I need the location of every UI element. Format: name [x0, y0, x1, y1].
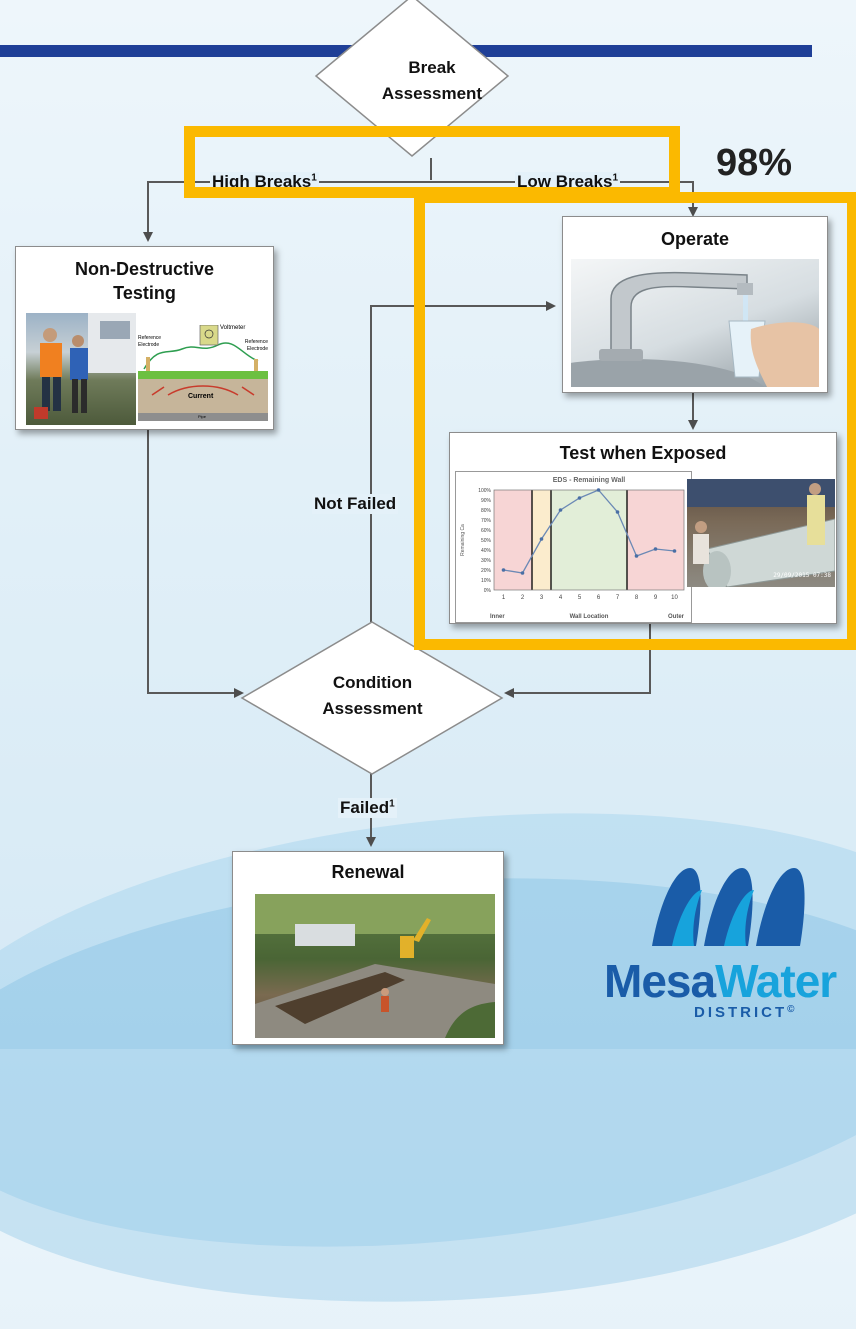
chart-xtick-label: 6 [597, 595, 601, 601]
ndt-title: Non-Destructive Testing [74, 259, 215, 303]
logo-district: DISTRICT© [694, 1004, 798, 1021]
test-exposed-title: Test when Exposed [559, 443, 727, 463]
ndt-diagram-drawing [138, 324, 268, 421]
edge-high-breaks [143, 181, 431, 242]
photo-timestamp: 29/09/2015 07:38 [773, 572, 831, 579]
chart-ytick-label: 100% [478, 488, 491, 494]
break-assessment-label: Break Assessment [381, 58, 483, 103]
chart-xtick-label: 1 [502, 595, 506, 601]
condition-assessment-label: Condition Assessment [322, 673, 423, 718]
chart-title: EDS - Remaining Wall [553, 477, 626, 484]
mesa-water-logo: MesaWater DISTRICT© [600, 860, 856, 1050]
chart-point [615, 510, 620, 514]
non-destructive-testing-box: Non-Destructive Testing [15, 246, 274, 430]
chart-inner-label: Inner [490, 614, 505, 620]
ndt-diagram: Voltmeter Reference Electrode Reference … [138, 324, 268, 425]
logo-word-water: Water [715, 955, 837, 1007]
low-breaks-highlight-frame [414, 192, 856, 650]
percent-callout: 98% [716, 142, 793, 184]
chart-point [520, 571, 525, 575]
chart-point [672, 549, 677, 553]
chart-ytick-label: 10% [481, 578, 492, 584]
chart-xtick-label: 2 [521, 595, 525, 601]
chart-ytick-label: 30% [481, 558, 492, 564]
failed-label: Failed1 [338, 798, 397, 818]
chart-plot-area [493, 489, 685, 591]
chart-outer-label: Outer [668, 614, 685, 620]
ndt-photo-figures [34, 313, 136, 419]
chart-ytick-label: 0% [484, 588, 492, 594]
test-when-exposed-box: Test when Exposed 0% 10% 20% 30% 40% 50% 60% 70… [449, 432, 837, 624]
chart-zone-3 [627, 490, 684, 590]
exposed-pipe-photo: 29/09/2015 07:38 [687, 479, 835, 587]
renewal-title: Renewal [331, 862, 405, 882]
renewal-photo [255, 894, 495, 1038]
chart-xtick-label: 10 [671, 595, 678, 601]
chart-ytick-label: 90% [481, 498, 492, 504]
chart-xtick-label: 5 [578, 595, 582, 601]
condition-assessment-diamond [240, 621, 504, 775]
chart-point [577, 496, 582, 500]
chart-zone-2 [551, 490, 627, 590]
chart-zone-0 [494, 490, 532, 590]
ref-electrode-left-label: Reference Electrode [138, 335, 162, 348]
faucet-drawing [571, 271, 819, 387]
logo-word-mesa: Mesa [604, 955, 716, 1007]
edge-not-failed [370, 301, 556, 622]
chart-xtick-label: 9 [654, 595, 658, 601]
chart-ytick-label: 80% [481, 508, 492, 514]
pipe-label: Pipe [198, 414, 207, 419]
remaining-wall-chart: 0% 10% 20% 30% 40% 50% 60% 70% 80% 90% 100% 1 2 3 4 5 6 7… [455, 471, 692, 623]
chart-ytick-label: 70% [481, 518, 492, 524]
renewal-photo-drawing [255, 894, 495, 1038]
edge-ndt-to-condition [147, 430, 244, 698]
chart-point [634, 554, 639, 558]
not-failed-label: Not Failed [312, 494, 399, 514]
chart-xtick-label: 3 [540, 595, 544, 601]
chart-xlabel: Wall Location [570, 614, 609, 620]
operate-title: Operate [660, 229, 730, 249]
chart-xtick-label: 8 [635, 595, 639, 601]
chart-point [596, 488, 601, 492]
chart-point [653, 547, 658, 551]
chart-xtick-label: 4 [559, 595, 563, 601]
chart-ytick-label: 20% [481, 568, 492, 574]
logo-wordmark: MesaWater [604, 955, 837, 1007]
breaks-highlight-frame [184, 126, 680, 198]
chart-ytick-label: 60% [481, 528, 492, 534]
break-assessment-diamond [314, 0, 510, 157]
operate-box: Operate [562, 216, 828, 393]
pipe-photo-drawing [687, 479, 835, 587]
chart-point [501, 568, 506, 572]
wave-logo-mark [652, 868, 805, 946]
chart-ylabel: Remaining Ca [460, 524, 466, 556]
chart-series-line [503, 489, 675, 574]
chart-point [558, 508, 563, 512]
ref-electrode-right-label: Reference Electrode [244, 339, 268, 352]
faucet-photo [571, 259, 819, 387]
renewal-box: Renewal [232, 851, 504, 1045]
chart-svg: 0% 10% 20% 30% 40% 50% 60% 70% 80% 90% 100% 1 2 3 4 5 6 7… [460, 477, 685, 620]
chart-xtick-label: 7 [616, 595, 620, 601]
chart-point [539, 537, 544, 541]
voltmeter-label: Voltmeter [220, 325, 246, 331]
chart-ytick-label: 40% [481, 548, 492, 554]
chart-ytick-label: 50% [481, 538, 492, 544]
ndt-field-photo [26, 313, 136, 425]
current-label: Current [188, 393, 214, 400]
